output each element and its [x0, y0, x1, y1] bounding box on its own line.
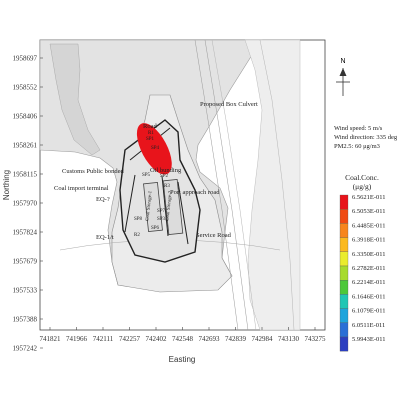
label-sp5: SP5 — [142, 173, 151, 178]
legend-value: 6.3350E-011 — [352, 251, 386, 258]
legend-swatch — [339, 251, 349, 267]
concentration-legend: Coal.Conc.(μg/g) 6.5621E-011 6.5053E-011 6.… — [339, 173, 386, 352]
y-tick-label: 1958552 — [13, 84, 38, 92]
y-axis-title: Northing — [2, 170, 11, 200]
concentration-plume — [136, 123, 172, 175]
legend-title: Coal.Conc. — [345, 173, 379, 182]
legend-swatch — [339, 294, 349, 309]
label-sp7: SP7 — [157, 209, 166, 214]
north-arrow: N — [336, 58, 350, 96]
north-arrow-head — [339, 68, 347, 76]
legend-value: 6.2782E-011 — [352, 265, 386, 272]
label-sp8: SP8 — [134, 217, 143, 222]
legend-swatch — [339, 336, 349, 352]
x-tick-label: 742548 — [172, 335, 194, 343]
legend-value: 6.0511E-011 — [352, 322, 385, 329]
label-service-road: Service Road — [196, 232, 232, 239]
label-sp2: SP2 — [160, 174, 169, 179]
label-coal-storage-2: Coal Storage-2 — [165, 190, 173, 221]
road-line-3 — [211, 39, 257, 331]
legend-value: 6.4485E-011 — [352, 222, 386, 229]
legend-swatch — [339, 280, 349, 295]
road-line-2 — [204, 39, 249, 331]
legend-swatch — [339, 223, 349, 238]
x-tick-label: 741821 — [40, 335, 62, 343]
y-tick-label: 1958406 — [13, 113, 38, 121]
legend-swatch — [339, 322, 349, 338]
legend-swatch — [339, 237, 349, 252]
storage-1 — [143, 181, 163, 233]
label-eq1: EQ-1/t — [96, 234, 114, 241]
label-oil-bunding: Oil bunding — [150, 167, 182, 174]
legend-value: 5.9943E-011 — [352, 336, 386, 343]
y-tick-label: 1957242 — [13, 345, 38, 353]
label-sp3: SP3 — [157, 217, 166, 222]
x-axis-title: Easting — [169, 355, 196, 364]
label-customs-public-bonded: Customs Public bonded — [62, 168, 125, 175]
x-tick-label: 742111 — [93, 335, 114, 343]
x-tick-label: 743275 — [305, 335, 327, 343]
info-line: Wind direction: 335 deg — [334, 134, 398, 141]
y-tick-label: 1958697 — [13, 55, 38, 63]
label-sp6: SP6 — [151, 226, 160, 231]
label-coal-storage-1: Coal Storage-1 — [145, 190, 153, 221]
label-eq-top: EQ-? — [96, 196, 110, 203]
right-land — [244, 39, 301, 331]
x-tick-label: 741966 — [66, 335, 88, 343]
legend-title: (μg/g) — [353, 182, 372, 191]
road-line-1 — [194, 39, 239, 331]
legend-value: 6.2214E-011 — [352, 279, 386, 286]
y-tick-label: 1958261 — [13, 142, 38, 150]
inner-channel — [49, 43, 101, 156]
legend-swatch — [339, 265, 349, 281]
legend-value: 6.5621E-011 — [352, 194, 386, 201]
label-sp4: SP4 — [151, 146, 160, 151]
x-tick-label: 742402 — [146, 335, 168, 343]
label-sp1: SP1 — [146, 137, 155, 142]
x-tick-label: 742839 — [225, 335, 247, 343]
x-tick-label: 743130 — [278, 335, 300, 343]
y-tick-label: 1957679 — [13, 258, 38, 266]
legend-value: 6.3918E-011 — [352, 237, 386, 244]
plume-contour — [136, 123, 172, 175]
x-tick-label: 742257 — [119, 335, 141, 343]
x-axis-ticks: 741821 741966 742111 742257 742402 742548 7426… — [40, 327, 327, 343]
y-tick-label: 1957533 — [13, 287, 38, 295]
x-tick-label: 742693 — [199, 335, 221, 343]
storage-2 — [162, 178, 184, 236]
north-label: N — [340, 58, 345, 65]
y-tick-label: 1957388 — [13, 316, 38, 324]
label-port-approach-road: Port approach road — [170, 189, 220, 196]
legend-swatch — [339, 209, 349, 224]
label-proposed-box-culvert: Proposed Box Culvert — [200, 101, 258, 108]
info-line: Wind speed: 5 m/s — [334, 125, 383, 132]
label-r2: R2 — [134, 233, 140, 238]
legend-value: 6.5053E-011 — [352, 208, 386, 215]
legend-value: 6.1079E-011 — [352, 308, 386, 315]
label-road: Road — [143, 123, 157, 130]
legend-value: 6.1646E-011 — [352, 293, 386, 300]
y-tick-label: 1957970 — [13, 200, 38, 208]
legend-swatch — [339, 194, 349, 210]
info-line: PM2.5: 60 μg/m3 — [334, 143, 380, 150]
label-r3: R3 — [164, 184, 170, 189]
road-line-4 — [259, 39, 295, 331]
label-coal-import-terminal: Coal import terminal — [54, 185, 109, 192]
legend-swatch — [339, 308, 349, 323]
label-r1: R1 — [148, 131, 154, 136]
x-tick-label: 742984 — [252, 335, 274, 343]
y-tick-label: 1958115 — [13, 171, 38, 179]
y-axis-ticks: 1958697 1958552 1958406 1958261 1958115 19579… — [13, 55, 43, 353]
y-tick-label: 1957824 — [13, 229, 38, 237]
